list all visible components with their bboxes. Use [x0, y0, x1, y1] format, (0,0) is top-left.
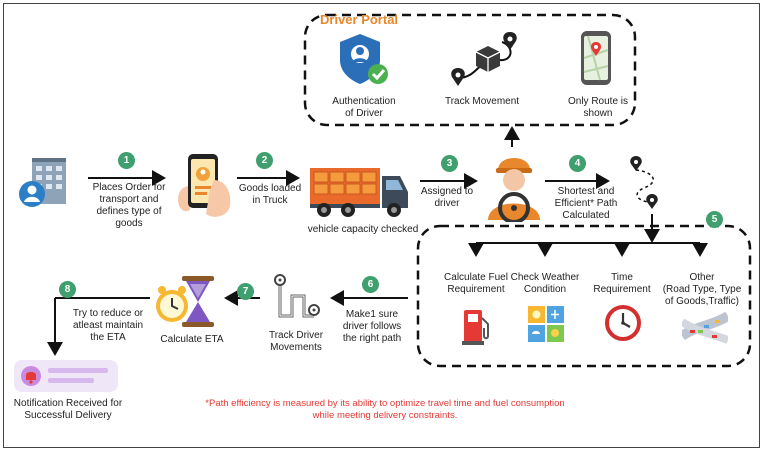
factor-other-label: Other (Road Type, Type of Goods,Traffic)	[662, 272, 742, 307]
step-badge-7: 7	[237, 283, 254, 300]
factor-fuel-label: Calculate Fuel Requirement	[444, 272, 508, 295]
step-badge-6: 6	[362, 276, 379, 293]
step-3-label: Assigned to driver	[420, 186, 474, 209]
driver-portal-box	[303, 13, 637, 127]
portal-route-label: Only Route is shown	[567, 96, 629, 119]
portal-track-label: Track Movement	[444, 96, 520, 107]
factors-box	[416, 224, 752, 368]
factor-weather-label: Check Weather Condition	[510, 272, 580, 295]
notification-bell-icon	[14, 360, 118, 392]
step-4-label: Shortest and Efficient* Path Calculated	[554, 186, 618, 221]
step-badge-8: 8	[59, 281, 76, 298]
driver-portal-title: Driver Portal	[320, 12, 399, 27]
portal-auth-label: Authentication of Driver	[332, 96, 396, 119]
weather-icon	[528, 306, 564, 342]
driver-icon	[488, 158, 540, 222]
highway-traffic-icon	[682, 311, 728, 344]
step-badge-2: 2	[256, 152, 273, 169]
track-driver-label: Track Driver Movements	[268, 330, 324, 353]
step-6-label: Make1 sure driver follows the right path	[342, 309, 402, 344]
fuel-pump-icon	[462, 310, 489, 345]
office-building-icon	[19, 158, 66, 207]
step-2-label: Goods loaded in Truck	[238, 183, 302, 206]
clock-icon	[605, 305, 641, 341]
step-badge-1: 1	[118, 152, 135, 169]
truck-label: vehicle capacity checked	[307, 224, 419, 235]
step-7-label: Calculate ETA	[160, 334, 224, 345]
route-path-icon	[630, 156, 658, 209]
phone-map-icon	[581, 31, 611, 85]
diagram-frame	[3, 3, 760, 448]
footnote: *Path efficiency is measured by its abil…	[205, 398, 565, 421]
eta-hourglass-clock-icon	[156, 276, 214, 327]
notification-label: Notification Received for Successful Del…	[13, 398, 123, 421]
track-route-icon	[274, 274, 320, 318]
step-8-label: Try to reduce or atleast maintain the ET…	[72, 308, 144, 343]
step-badge-4: 4	[569, 155, 586, 172]
step-badge-3: 3	[441, 155, 458, 172]
cargo-truck-icon	[310, 168, 408, 217]
step-1-label: Places Order for transport and defines t…	[92, 182, 166, 229]
package-route-icon	[451, 32, 517, 86]
phone-order-icon	[178, 154, 231, 217]
step-badge-5: 5	[706, 211, 723, 228]
factor-time-label: Time Requirement	[593, 272, 651, 295]
shield-user-icon	[340, 34, 388, 84]
